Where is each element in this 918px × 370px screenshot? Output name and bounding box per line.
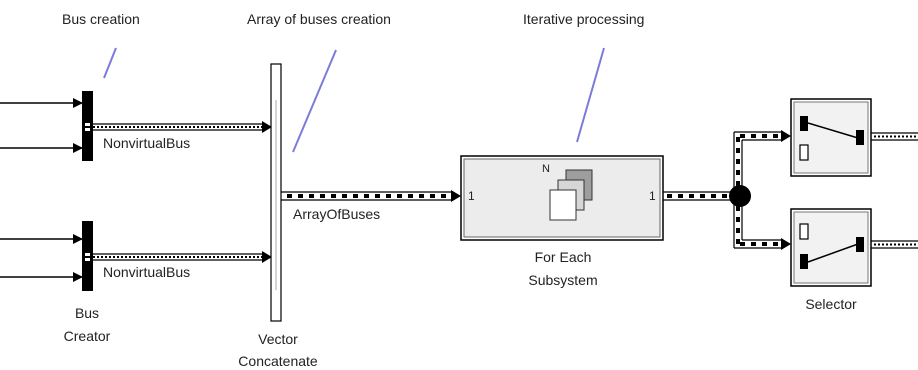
vector-concatenate-label-line2: Concatenate	[238, 353, 318, 369]
branch-point[interactable]	[729, 185, 751, 207]
vector-concatenate-block[interactable]	[270, 63, 282, 322]
for-each-output-port-label: 1	[649, 189, 656, 203]
for-each-label-line1: For Each	[535, 249, 592, 265]
array-of-buses-label: ArrayOfBuses	[293, 206, 380, 222]
selector-switch-icon	[799, 116, 864, 161]
annotation-line-iterative-processing	[576, 47, 605, 143]
annotation-bus-creation: Bus creation	[62, 11, 140, 27]
bus-creator-bottom[interactable]	[82, 221, 93, 291]
nonvirtual-bus-label-bottom: NonvirtualBus	[103, 264, 190, 280]
selector-output-bottom[interactable]	[871, 240, 918, 249]
output-bus-line[interactable]	[663, 191, 733, 201]
selector-switch-icon	[799, 223, 864, 269]
array-of-buses-line[interactable]	[281, 190, 461, 202]
vector-concatenate-label-line1: Vector	[258, 331, 298, 347]
input-signals	[0, 98, 83, 282]
nonvirtual-bus-label-top: NonvirtualBus	[103, 135, 190, 151]
branch-line-up[interactable]	[733, 130, 791, 188]
for-each-n-label: N	[542, 163, 550, 175]
bus-creator-top[interactable]	[82, 91, 93, 161]
annotation-array-of-buses-creation: Array of buses creation	[247, 11, 391, 27]
nonvirtual-bus-line-top[interactable]	[93, 121, 272, 133]
selector-label: Selector	[805, 296, 857, 312]
bus-creator-label-line2: Creator	[64, 328, 111, 344]
selector-block-bottom[interactable]	[790, 208, 872, 287]
bus-creator-label-line1: Bus	[75, 305, 99, 321]
for-each-label-line2: Subsystem	[528, 272, 597, 288]
selector-block-top[interactable]	[790, 98, 872, 177]
nonvirtual-bus-line-bottom[interactable]	[93, 251, 272, 263]
annotation-line-array-of-buses	[292, 49, 337, 153]
annotation-line-bus-creation	[103, 47, 117, 79]
for-each-stack-icon	[549, 169, 593, 221]
for-each-input-port-label: 1	[468, 189, 475, 203]
selector-output-top[interactable]	[871, 132, 918, 141]
annotation-iterative-processing: Iterative processing	[523, 11, 644, 27]
branch-line-down[interactable]	[733, 204, 791, 250]
